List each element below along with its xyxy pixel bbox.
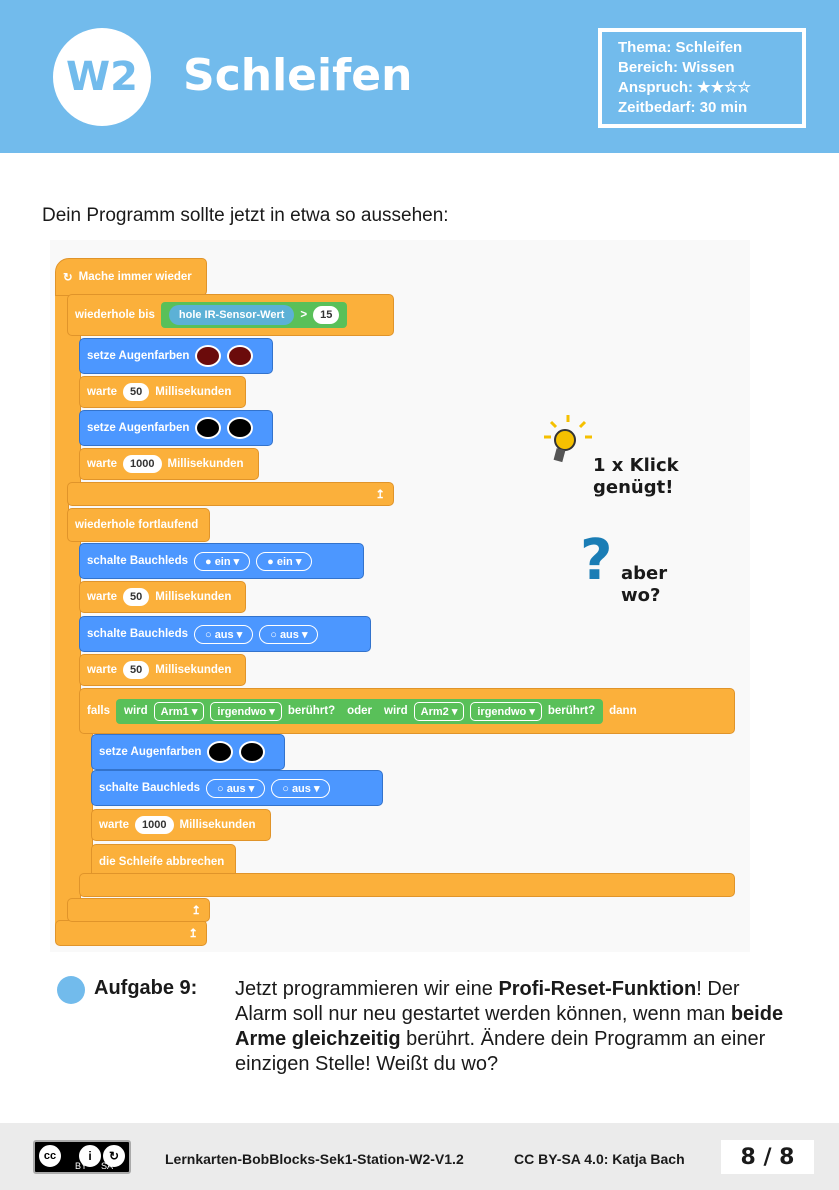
eye-black-icon [195, 417, 222, 439]
loop-arrow-icon: ↥ [188, 928, 198, 940]
sa-icon: ↻ [103, 1145, 125, 1167]
info-thema: Thema: Schleifen [618, 39, 743, 56]
set-eyes-black-block: setze Augenfarben [91, 734, 285, 770]
loop-icon: ↻ [63, 272, 73, 284]
set-eyes-red-block: setze Augenfarben [79, 338, 273, 374]
cc-icon: cc [39, 1145, 61, 1167]
task-text: Jetzt programmieren wir eine Profi-Reset… [235, 978, 784, 1075]
loop-arrow-icon: ↥ [191, 905, 201, 917]
star-rating-icon: ★★☆☆ [697, 79, 751, 96]
program-illustration: ↻Mache immer wieder ↥ wiederhole bis hol… [50, 240, 750, 952]
forever-block-end: ↥ [55, 920, 207, 946]
repeat-until-end: ↥ [67, 482, 394, 506]
leds-off-block: schalte Bauchleds○ aus ▾○ aus ▾ [79, 616, 371, 652]
forever-block: ↻Mache immer wieder [55, 258, 207, 296]
hint-click: 1 x Klick genügt! [593, 455, 679, 498]
task-bullet-icon [57, 976, 85, 1004]
if-block-end [79, 873, 735, 897]
lightbulb-icon [544, 415, 592, 463]
footer [0, 1123, 839, 1190]
station-badge: W2 [53, 28, 151, 126]
page-title: Schleifen [183, 50, 413, 101]
intro-text: Dein Programm sollte jetzt in etwa so au… [42, 205, 449, 226]
ir-sensor-reporter: hole IR-Sensor-Wert [168, 305, 295, 325]
by-person-icon: i [79, 1145, 101, 1167]
info-box: Thema: Schleifen Bereich: Wissen Anspruc… [598, 28, 806, 128]
leds-on-block: schalte Bauchleds● ein ▾● ein ▾ [79, 543, 364, 579]
eye-black-icon [227, 417, 254, 439]
info-bereich: Bereich: Wissen [618, 59, 735, 76]
question-mark-icon: ? [580, 528, 613, 593]
loop-arrow-icon: ↥ [375, 489, 385, 501]
eye-red-icon [227, 345, 254, 367]
repeat-until-block: wiederhole bis hole IR-Sensor-Wert > 15 [67, 294, 394, 336]
info-zeitbedarf: Zeitbedarf: 30 min [618, 99, 748, 116]
footer-doc-id: Lernkarten-BobBlocks-Sek1-Station-W2-V1.… [165, 1151, 464, 1167]
eye-black-icon [207, 741, 234, 763]
page-number: 8 / 8 [721, 1140, 814, 1174]
footer-license: CC BY-SA 4.0: Katja Bach [514, 1151, 685, 1167]
repeat-forever-block: wiederhole fortlaufend [67, 508, 210, 542]
repeat-forever-end: ↥ [67, 898, 210, 922]
leds-off-block: schalte Bauchleds○ aus ▾○ aus ▾ [91, 770, 383, 806]
threshold-value: 15 [313, 306, 340, 324]
task-label: Aufgabe 9: [94, 977, 198, 999]
eye-black-icon [239, 741, 266, 763]
set-eyes-black-block: setze Augenfarben [79, 410, 273, 446]
eye-red-icon [195, 345, 222, 367]
hint-where: aber wo? [621, 563, 668, 606]
condition-gt: hole IR-Sensor-Wert > 15 [160, 302, 348, 328]
info-anspruch: Anspruch: ★★☆☆ [618, 79, 751, 96]
